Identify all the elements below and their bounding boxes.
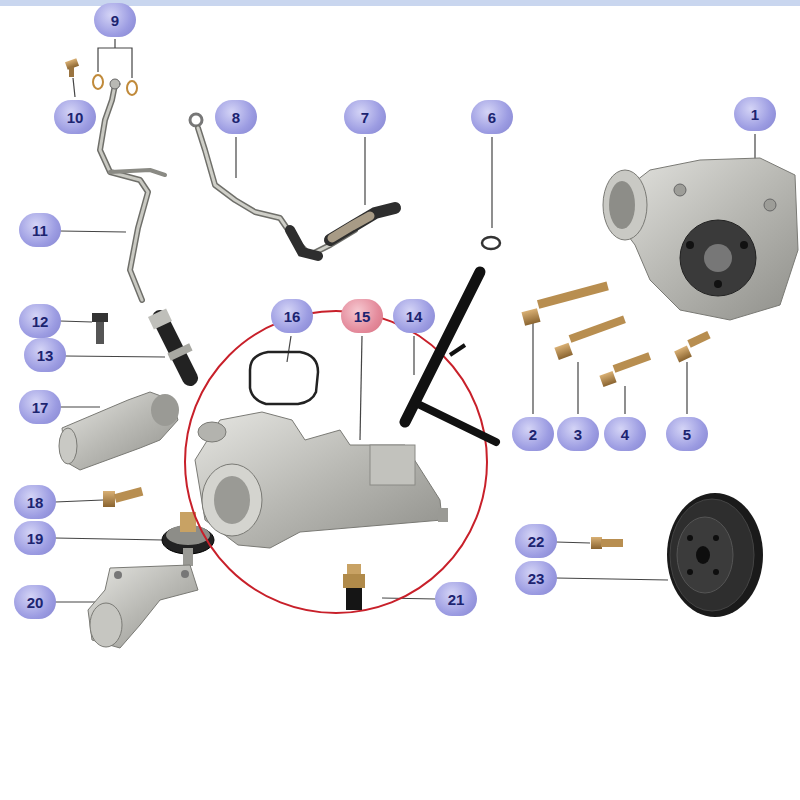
o-ring-6 [482,237,500,249]
callout-number: 13 [24,338,66,372]
thermostat-housing-15 [195,412,448,548]
hose-13 [148,308,193,378]
sensor-21 [343,564,365,610]
pulley-23 [667,493,763,617]
callout-number: 5 [666,417,708,451]
bolt-10 [65,58,79,77]
callout-number: 18 [14,485,56,519]
callout-number: 12 [19,304,61,338]
bolt-12 [92,313,108,344]
callout-number: 14 [393,299,435,333]
pipe-14 [405,272,496,442]
callout-number: 20 [14,585,56,619]
callout-number: 10 [54,100,96,134]
callout-number: 8 [215,100,257,134]
callout-number: 15 [341,299,383,333]
callout-number: 6 [471,100,513,134]
gasket-16 [250,352,318,404]
elbow-20 [88,565,198,648]
callout-number: 23 [515,561,557,595]
callout-number: 16 [271,299,313,333]
callout-number: 17 [19,390,61,424]
callout-number: 9 [94,3,136,37]
callout-number: 19 [14,521,56,555]
callout-number: 11 [19,213,61,247]
water-pump-1 [603,158,798,320]
leader-lines [55,39,755,602]
hose-7 [290,208,395,256]
callout-number: 7 [344,100,386,134]
callout-number: 4 [604,417,646,451]
elbow-17 [59,392,179,470]
callout-number: 3 [557,417,599,451]
pipe-11 [100,79,165,300]
bolts-2-5 [521,282,710,388]
callout-number: 2 [512,417,554,451]
callout-number: 1 [734,97,776,131]
bolt-18 [103,487,143,507]
callout-number: 21 [435,582,477,616]
bolt-22 [591,537,623,549]
callout-number: 22 [515,524,557,558]
